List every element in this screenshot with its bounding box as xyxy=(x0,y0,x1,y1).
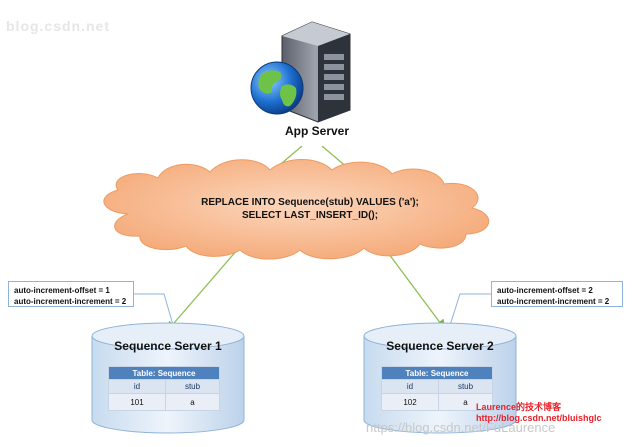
column-header-id: id xyxy=(108,379,166,394)
cell-id: 101 xyxy=(108,393,166,411)
increment-setting: auto-increment-increment = 2 xyxy=(497,297,610,306)
config-note-server-2: auto-increment-offset = 2 auto-increment… xyxy=(491,281,623,307)
column-header-id: id xyxy=(381,379,439,394)
cloud-shape xyxy=(103,159,490,260)
app-server-label: App Server xyxy=(284,124,350,138)
url-watermark: http://blog.csdn.net/bluishglc xyxy=(476,413,602,423)
config-note-server-1: auto-increment-offset = 1 auto-increment… xyxy=(8,281,134,307)
globe-icon xyxy=(250,61,304,115)
increment-setting: auto-increment-increment = 2 xyxy=(14,297,127,306)
sequence-table-1: Table: Sequence id stub 101 a xyxy=(108,366,220,411)
cell-id: 102 xyxy=(381,393,439,411)
offset-setting: auto-increment-offset = 2 xyxy=(497,286,593,295)
table-row: 101 a xyxy=(108,393,220,411)
site-watermark: https://blog.csdn.net/FuLaurence xyxy=(366,420,556,435)
table-title: Table: Sequence xyxy=(108,366,220,380)
cell-stub: a xyxy=(165,393,220,411)
blurred-watermark: blog.csdn.net xyxy=(6,18,110,34)
column-header-stub: stub xyxy=(165,379,220,394)
sequence-table-2: Table: Sequence id stub 102 a xyxy=(381,366,493,411)
table-row: 102 a xyxy=(381,393,493,411)
offset-setting: auto-increment-offset = 1 xyxy=(14,286,110,295)
cloud-sql-text: REPLACE INTO Sequence(stub) VALUES ('a')… xyxy=(150,196,470,222)
sequence-server-2-title: Sequence Server 2 xyxy=(386,339,494,353)
sql-replace-line: REPLACE INTO Sequence(stub) VALUES ('a')… xyxy=(201,197,419,208)
cell-stub: a xyxy=(438,393,493,411)
sql-select-line: SELECT LAST_INSERT_ID(); xyxy=(241,210,379,221)
sequence-server-1-title: Sequence Server 1 xyxy=(114,339,222,353)
author-watermark: Laurence的技术博客 xyxy=(476,402,562,412)
table-title: Table: Sequence xyxy=(381,366,493,380)
column-header-stub: stub xyxy=(438,379,493,394)
